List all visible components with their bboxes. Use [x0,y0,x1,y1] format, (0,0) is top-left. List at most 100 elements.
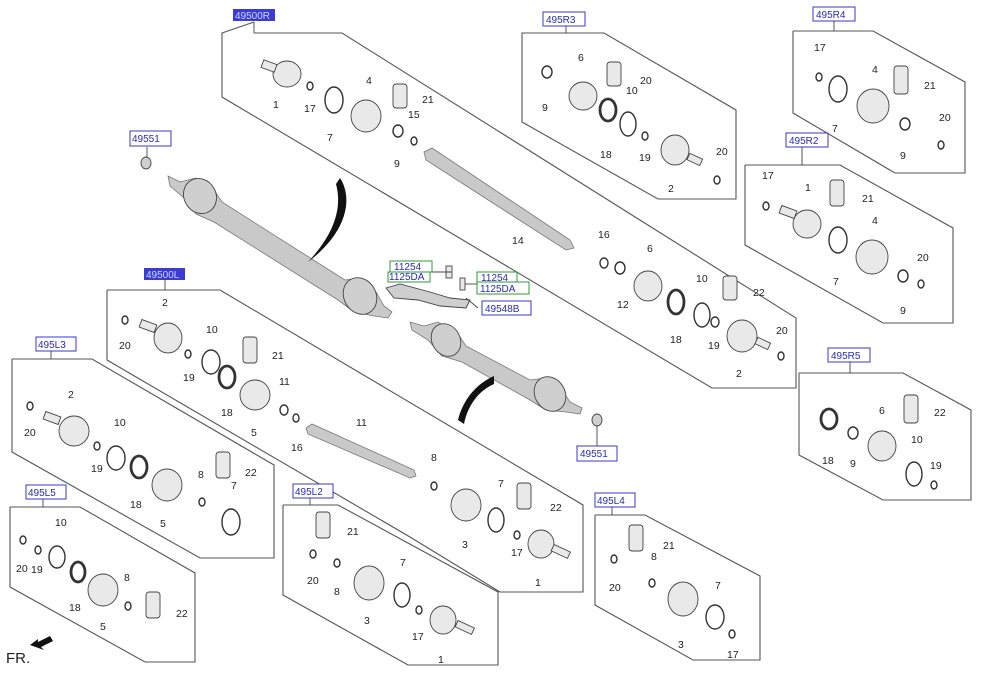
callout-12: 12 [617,299,629,311]
svg-text:495L5: 495L5 [28,488,56,499]
bracket-part [385,283,471,309]
callout-17: 17 [814,42,826,54]
parts-495L5 [19,535,161,619]
svg-text:1125DA: 1125DA [480,284,516,295]
callout-1: 1 [273,99,279,111]
ref-49551-bottom[interactable]: 49551 [576,445,618,462]
callout-19: 19 [183,372,195,384]
group-outline-495R2 [744,164,954,324]
callout-4: 4 [366,75,372,87]
ref-bolt-11254-1125DA-right[interactable]: 11254 1125DA [476,271,530,295]
bolt-part-2 [459,277,466,291]
callout-20: 20 [716,146,728,158]
ref-495R2[interactable]: 495R2 [785,132,829,148]
callout-18: 18 [600,149,612,161]
svg-text:495R5: 495R5 [831,351,861,362]
callout-20: 20 [939,112,951,124]
left-drive-shaft-assembly [409,321,583,415]
parts-49500R [260,59,785,361]
callout-19: 19 [639,152,651,164]
svg-text:49551: 49551 [132,134,160,145]
callout-10: 10 [696,273,708,285]
ref-49551-top[interactable]: 49551 [129,130,172,147]
ref-495R5[interactable]: 495R5 [827,347,871,363]
callout-22: 22 [753,287,765,299]
callout-20: 20 [609,582,621,594]
group-outline-495L4 [594,514,761,661]
callout-3: 3 [678,639,684,651]
ref-495R4[interactable]: 495R4 [812,6,856,22]
callout-18: 18 [130,499,142,511]
callout-5: 5 [251,427,257,439]
group-outline-495R4 [792,30,966,174]
callout-1: 1 [805,182,811,194]
callout-19: 19 [708,340,720,352]
svg-text:11254: 11254 [394,262,422,273]
callout-8: 8 [431,452,437,464]
callout-21: 21 [862,193,874,205]
nut-part-2 [591,413,603,427]
group-outline-495L3 [11,358,275,559]
callout-21: 21 [347,526,359,538]
callout-3: 3 [364,615,370,627]
callout-18: 18 [221,407,233,419]
callout-20: 20 [307,575,319,587]
group-outline-495R5 [798,372,972,501]
ref-49500R[interactable]: 49500R [233,9,275,22]
callout-9: 9 [900,305,906,317]
callout-18: 18 [69,602,81,614]
callout-17: 17 [762,170,774,182]
callout-20: 20 [776,325,788,337]
svg-text:495L4: 495L4 [597,496,625,507]
group-outline-49500R [221,21,797,389]
callout-9: 9 [900,150,906,162]
callout-8: 8 [198,469,204,481]
black-arrow-right [308,178,347,262]
callout-7: 7 [498,478,504,490]
group-outline-495R3 [521,32,737,200]
svg-text:495L2: 495L2 [295,487,323,498]
callout-17: 17 [727,649,739,661]
ref-495L4[interactable]: 495L4 [594,492,636,508]
group-outline-495L2 [282,504,499,666]
callout-21: 21 [924,80,936,92]
callout-2: 2 [162,297,168,309]
callout-7: 7 [327,132,333,144]
front-label: FR. [6,650,30,667]
callout-16: 16 [291,442,303,454]
callout-9: 9 [394,158,400,170]
callout-18: 18 [670,334,682,346]
callout-22: 22 [245,467,257,479]
callout-20: 20 [119,340,131,352]
parts-495L3 [26,401,241,536]
part-number-labels: 1 17 7 4 21 15 9 14 16 12 6 18 10 22 19 … [16,42,951,666]
svg-text:11254: 11254 [481,273,509,284]
callout-8: 8 [334,586,340,598]
callout-18: 18 [822,455,834,467]
callout-20: 20 [640,75,652,87]
callout-22: 22 [550,502,562,514]
ref-495L3[interactable]: 495L3 [35,336,77,352]
callout-15: 15 [408,109,420,121]
callout-4: 4 [872,215,878,227]
right-drive-shaft-assembly [167,175,393,319]
reference-labels[interactable]: 49500R 49500L 495R3 495R4 495R2 495R5 49… [25,6,871,508]
svg-text:1125DA: 1125DA [389,272,425,283]
callout-17: 17 [304,103,316,115]
svg-text:495R3: 495R3 [546,15,576,26]
callout-17: 17 [511,547,523,559]
ref-495L2[interactable]: 495L2 [292,483,334,499]
callout-8: 8 [124,572,130,584]
ref-bolt-11254-1125DA-left[interactable]: 11254 1125DA [387,260,433,283]
callout-20: 20 [24,427,36,439]
callout-22: 22 [934,407,946,419]
ref-49500L[interactable]: 49500L [144,268,185,281]
parts-49500L [121,315,572,560]
ref-495L5[interactable]: 495L5 [25,484,67,500]
callout-6: 6 [578,52,584,64]
ref-495R3[interactable]: 495R3 [542,11,586,27]
ref-49548B[interactable]: 49548B [481,300,532,316]
parts-495R2 [762,179,925,289]
callout-21: 21 [422,94,434,106]
